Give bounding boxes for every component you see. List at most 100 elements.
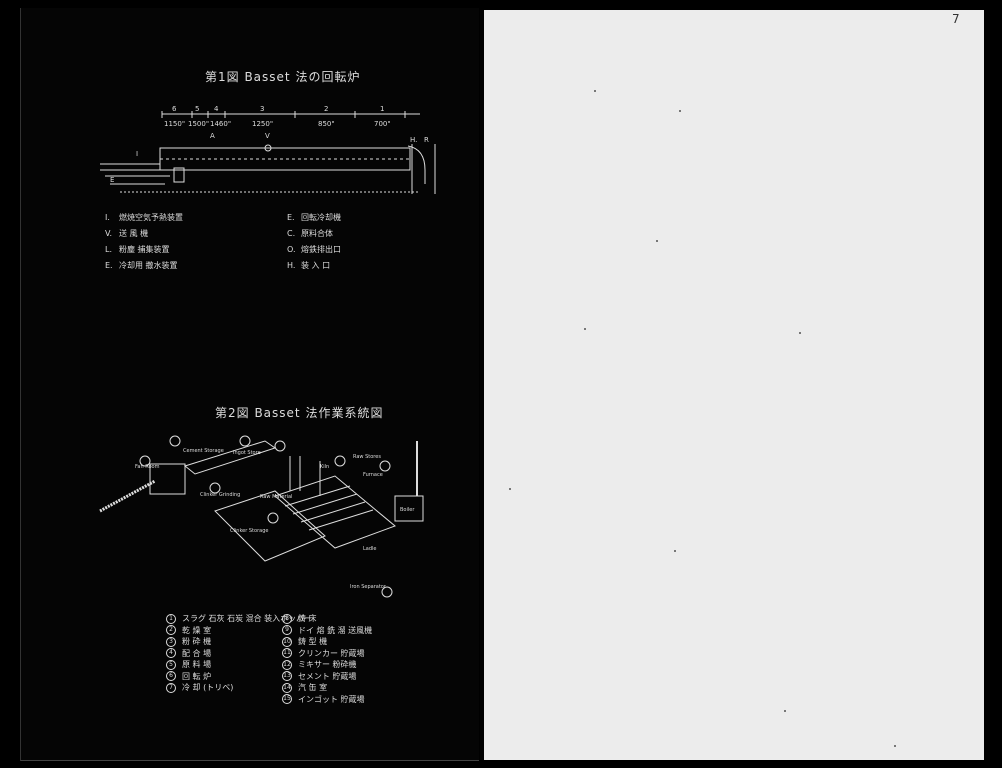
svg-text:Raw Material: Raw Material [260, 494, 292, 500]
svg-text:V: V [265, 132, 270, 140]
legend-number: 6 [166, 671, 176, 681]
legend-text: ドイ 熔 銑 溜 送風機 [298, 625, 373, 635]
legend-number: 13 [282, 671, 292, 681]
svg-text:1150": 1150" [164, 120, 185, 128]
svg-text:Ingot Store: Ingot Store [233, 450, 261, 456]
rotary-kiln-diagram: 6 5 4 3 2 1 1150" 1500" 1460" 1250" 850"… [100, 105, 436, 194]
figure1-legend-left: I. 燃焼空気予熱装置 V. 送 風 機 L.粉塵 捕集装置 E. 冷却用 撒水装置 [105, 210, 183, 274]
legend-number: 7 [166, 682, 176, 693]
legend-key: C. [287, 229, 296, 238]
legend-row: O. 熔鉄排出口 [287, 242, 341, 258]
legend-key: V. [105, 229, 112, 238]
svg-text:Cement Storage: Cement Storage [183, 448, 224, 454]
svg-text:Iron Separator: Iron Separator [350, 584, 387, 590]
svg-text:5: 5 [195, 105, 199, 113]
legend-number: 14 [282, 682, 292, 693]
legend-row: C. 原料合体 [287, 226, 341, 242]
callout-circle [169, 435, 181, 447]
legend-row: 15 インゴット 貯蔵場 [282, 694, 372, 706]
svg-text:1250": 1250" [252, 120, 273, 128]
legend-row: 1 スラグ 石灰 石炭 混合 装入ホッパー [166, 613, 312, 625]
svg-text:A: A [210, 132, 215, 140]
svg-text:6: 6 [172, 105, 177, 113]
legend-text: 燃焼空気予熱装置 [119, 213, 183, 222]
legend-text: インゴット 貯蔵場 [298, 694, 365, 704]
svg-text:Boiler: Boiler [400, 507, 415, 513]
svg-text:E: E [110, 176, 114, 184]
legend-key: O. [287, 245, 296, 254]
legend-number: 11 [282, 648, 292, 658]
legend-row: 13 セメント 貯蔵場 [282, 671, 372, 683]
boiler-block [394, 495, 424, 522]
legend-number: 10 [282, 636, 292, 647]
legend-text: ミキサー 粉砕機 [298, 660, 357, 669]
legend-text: クリンカー 貯蔵場 [298, 648, 365, 658]
legend-text: 汽 缶 室 [298, 683, 328, 692]
speck [674, 550, 676, 552]
legend-text: セメント 貯蔵場 [298, 671, 357, 681]
legend-number: 3 [166, 636, 176, 647]
speck [584, 328, 586, 330]
speck [594, 90, 596, 92]
legend-text: 冷 却 (トリベ) [182, 683, 234, 692]
speck [894, 745, 896, 747]
legend-number: 12 [282, 659, 292, 670]
legend-row: 9 ドイ 熔 銑 溜 送風機 [282, 625, 372, 637]
svg-text:Furnace: Furnace [363, 472, 383, 478]
legend-text: 鋳 床 [298, 614, 317, 623]
legend-row: 8 鋳 床 [282, 613, 372, 625]
legend-text: 粉 砕 機 [182, 637, 212, 646]
speck [509, 488, 511, 490]
svg-text:850": 850" [318, 120, 335, 128]
svg-text:1460": 1460" [210, 120, 231, 128]
svg-text:1500": 1500" [188, 120, 209, 128]
speck [679, 110, 681, 112]
clinker-storage-block [214, 490, 326, 562]
legend-key: E. [105, 261, 113, 270]
blank-right-page [484, 10, 984, 760]
legend-row: 6 回 転 炉 [166, 671, 312, 683]
legend-row: H. 装 入 口 [287, 258, 341, 274]
cement-storage-shed [183, 440, 277, 475]
legend-row: 4 配 合 場 [166, 648, 312, 660]
legend-key: H. [287, 261, 296, 270]
legend-key: I. [105, 213, 110, 222]
legend-row: E. 回転冷却機 [287, 210, 341, 226]
legend-number: 8 [282, 613, 292, 624]
inlet-pipes [100, 163, 170, 185]
svg-text:Fan Room: Fan Room [135, 464, 160, 470]
speck [799, 332, 801, 334]
svg-text:R: R [424, 136, 429, 144]
legend-text: 熔鉄排出口 [301, 245, 341, 254]
legend-text: 原料合体 [301, 229, 333, 238]
conveyor-line [99, 479, 156, 513]
legend-text: 冷却用 撒水装置 [119, 261, 178, 270]
figure1-title: 第1図 Basset 法の回転炉 [205, 70, 361, 84]
legend-key: E. [287, 213, 295, 222]
legend-number: 5 [166, 659, 176, 670]
legend-text: 回転冷却機 [301, 213, 341, 222]
legend-text: 回 転 炉 [182, 671, 212, 681]
legend-row: L.粉塵 捕集装置 [105, 242, 183, 258]
legend-text: 送 風 機 [119, 229, 149, 238]
legend-row: 12 ミキサー 粉砕機 [282, 659, 372, 671]
legend-row: 14 汽 缶 室 [282, 682, 372, 694]
legend-number: 9 [282, 625, 292, 635]
outlet-hood [407, 145, 426, 184]
svg-text:Clinker Storage: Clinker Storage [230, 528, 268, 534]
blower-marker [264, 144, 272, 152]
svg-text:Raw Stores: Raw Stores [353, 454, 381, 460]
legend-number: 4 [166, 648, 176, 658]
legend-text: 配 合 場 [182, 648, 212, 658]
legend-text: 装 入 口 [301, 261, 331, 270]
legend-text: スラグ 石灰 石炭 混合 装入ホッパー [182, 614, 313, 623]
legend-text: 原 料 場 [182, 660, 212, 669]
svg-text:1: 1 [380, 105, 384, 113]
svg-text:Clinker Grinding: Clinker Grinding [200, 492, 240, 498]
legend-row: 7 冷 却 (トリベ) [166, 682, 312, 694]
legend-number: 1 [166, 613, 176, 624]
legend-number: 15 [282, 694, 292, 704]
legend-key: L. [105, 245, 112, 254]
